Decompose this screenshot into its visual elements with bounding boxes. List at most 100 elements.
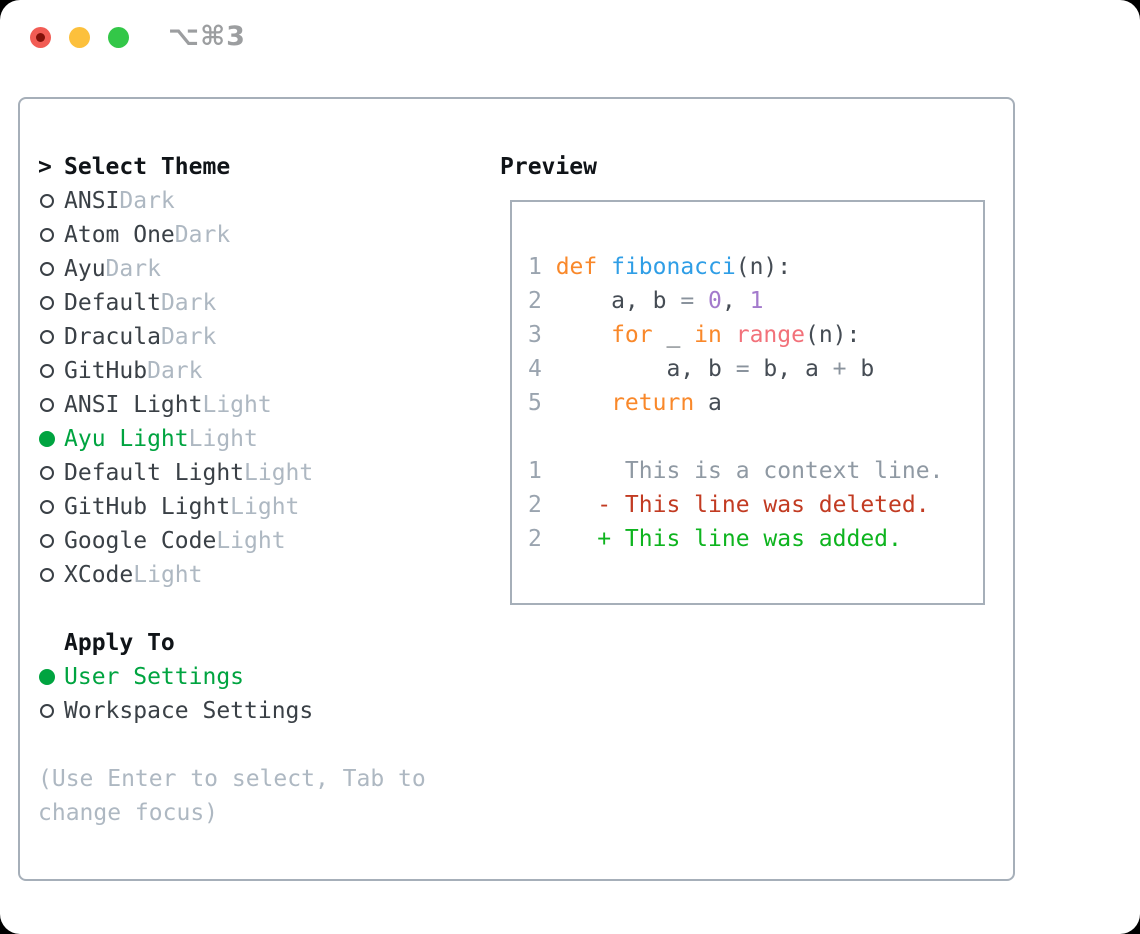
- apply-to-title: Apply To: [64, 630, 175, 656]
- radio-circle: [40, 364, 54, 378]
- radio-circle: [39, 669, 55, 685]
- code-token: return: [611, 390, 695, 416]
- line-number: 3: [528, 322, 542, 348]
- apply-to-header: Apply To: [38, 626, 426, 660]
- theme-name: GitHub: [64, 358, 148, 384]
- radio-unselected-icon: [38, 228, 64, 242]
- code-token: [597, 254, 611, 280]
- radio-circle: [40, 330, 54, 344]
- code-token: (n):: [735, 254, 792, 280]
- radio-unselected-icon: [38, 364, 64, 378]
- radio-circle: [40, 194, 54, 208]
- theme-variant-label: Dark: [160, 290, 217, 316]
- theme-item-ayu[interactable]: Ayu Dark: [38, 252, 426, 286]
- code-token: (n):: [804, 322, 861, 348]
- code-token: b: [846, 356, 875, 382]
- radio-unselected-icon: [38, 568, 64, 582]
- theme-item-xcode[interactable]: XCode Light: [38, 558, 426, 592]
- zoom-button[interactable]: [108, 27, 129, 48]
- radio-circle: [40, 398, 54, 412]
- radio-circle: [40, 262, 54, 276]
- theme-name: ANSI: [64, 188, 120, 214]
- theme-item-atom-one[interactable]: Atom One Dark: [38, 218, 426, 252]
- hint-text: change focus): [38, 800, 219, 826]
- theme-list-header: > Select Theme: [38, 150, 426, 184]
- code-token: [722, 322, 736, 348]
- radio-unselected-icon: [38, 500, 64, 514]
- apply-option-name: User Settings: [64, 664, 245, 690]
- code-line: 1 This is a context line.: [528, 454, 983, 488]
- radio-selected-icon: [38, 669, 64, 685]
- code-token: [694, 288, 708, 314]
- radio-unselected-icon: [38, 704, 64, 718]
- code-token: =: [735, 356, 750, 382]
- code-token: a, b: [555, 288, 681, 314]
- line-number: 5: [528, 390, 542, 416]
- theme-variant-label: Light: [188, 426, 258, 452]
- window-title: ⌥⌘3: [168, 21, 246, 52]
- code-token: def: [555, 254, 598, 280]
- theme-item-ansi[interactable]: ANSI Dark: [38, 184, 426, 218]
- line-number: 1: [528, 254, 542, 280]
- theme-name: Default Light: [64, 460, 245, 486]
- code-token: a, b: [555, 356, 736, 382]
- radio-circle: [40, 296, 54, 310]
- radio-unselected-icon: [38, 330, 64, 344]
- line-number: 2: [528, 492, 542, 518]
- theme-list-title: Select Theme: [64, 154, 231, 180]
- theme-name: Default: [64, 290, 161, 316]
- apply-option-user-settings[interactable]: User Settings: [38, 660, 426, 694]
- minimize-button[interactable]: [69, 27, 90, 48]
- radio-circle: [40, 704, 54, 718]
- theme-name: ANSI Light: [64, 392, 203, 418]
- code-token: This is a context line.: [555, 458, 944, 484]
- radio-circle: [39, 431, 55, 447]
- code-token: b, a: [749, 356, 833, 382]
- theme-variant-label: Dark: [160, 324, 217, 350]
- theme-item-ansi-light[interactable]: ANSI Light Light: [38, 388, 426, 422]
- radio-unselected-icon: [38, 296, 64, 310]
- theme-item-google-code[interactable]: Google Code Light: [38, 524, 426, 558]
- code-line: 2 - This line was deleted.: [528, 488, 983, 522]
- radio-circle: [40, 228, 54, 242]
- theme-name: Google Code: [64, 528, 217, 554]
- theme-item-dracula[interactable]: Dracula Dark: [38, 320, 426, 354]
- code-token: range: [735, 322, 805, 348]
- code-token: for: [611, 322, 653, 348]
- theme-variant-label: Dark: [105, 256, 161, 282]
- radio-unselected-icon: [38, 262, 64, 276]
- title-bar: ⌥⌘3: [0, 0, 1140, 97]
- theme-variant-label: Dark: [147, 358, 203, 384]
- arrow-glyph: >: [38, 154, 52, 180]
- code-line: 5 return a: [528, 386, 983, 420]
- theme-variant-label: Light: [230, 494, 300, 520]
- code-token: _: [652, 322, 695, 348]
- theme-variant-label: Light: [216, 528, 286, 554]
- theme-variant-label: Light: [202, 392, 272, 418]
- theme-item-github-light[interactable]: GitHub Light Light: [38, 490, 426, 524]
- close-button[interactable]: [30, 27, 51, 48]
- theme-item-github[interactable]: GitHub Dark: [38, 354, 426, 388]
- spacer-row: [38, 592, 426, 626]
- theme-variant-label: Dark: [174, 222, 231, 248]
- code-line: 2 a, b = 0, 1: [528, 284, 983, 318]
- theme-name: Atom One: [64, 222, 175, 248]
- radio-unselected-icon: [38, 534, 64, 548]
- code-token: a: [694, 390, 722, 416]
- apply-option-workspace-settings[interactable]: Workspace Settings: [38, 694, 426, 728]
- code-token: - This line was deleted.: [555, 492, 930, 518]
- code-token: [556, 390, 611, 416]
- hint-line: change focus): [38, 796, 426, 830]
- theme-variant-label: Dark: [119, 188, 175, 214]
- theme-item-ayu-light[interactable]: Ayu Light Light: [38, 422, 426, 456]
- theme-item-default[interactable]: Default Dark: [38, 286, 426, 320]
- theme-item-default-light[interactable]: Default Light Light: [38, 456, 426, 490]
- radio-unselected-icon: [38, 466, 64, 480]
- theme-name: Dracula: [64, 324, 161, 350]
- radio-circle: [40, 534, 54, 548]
